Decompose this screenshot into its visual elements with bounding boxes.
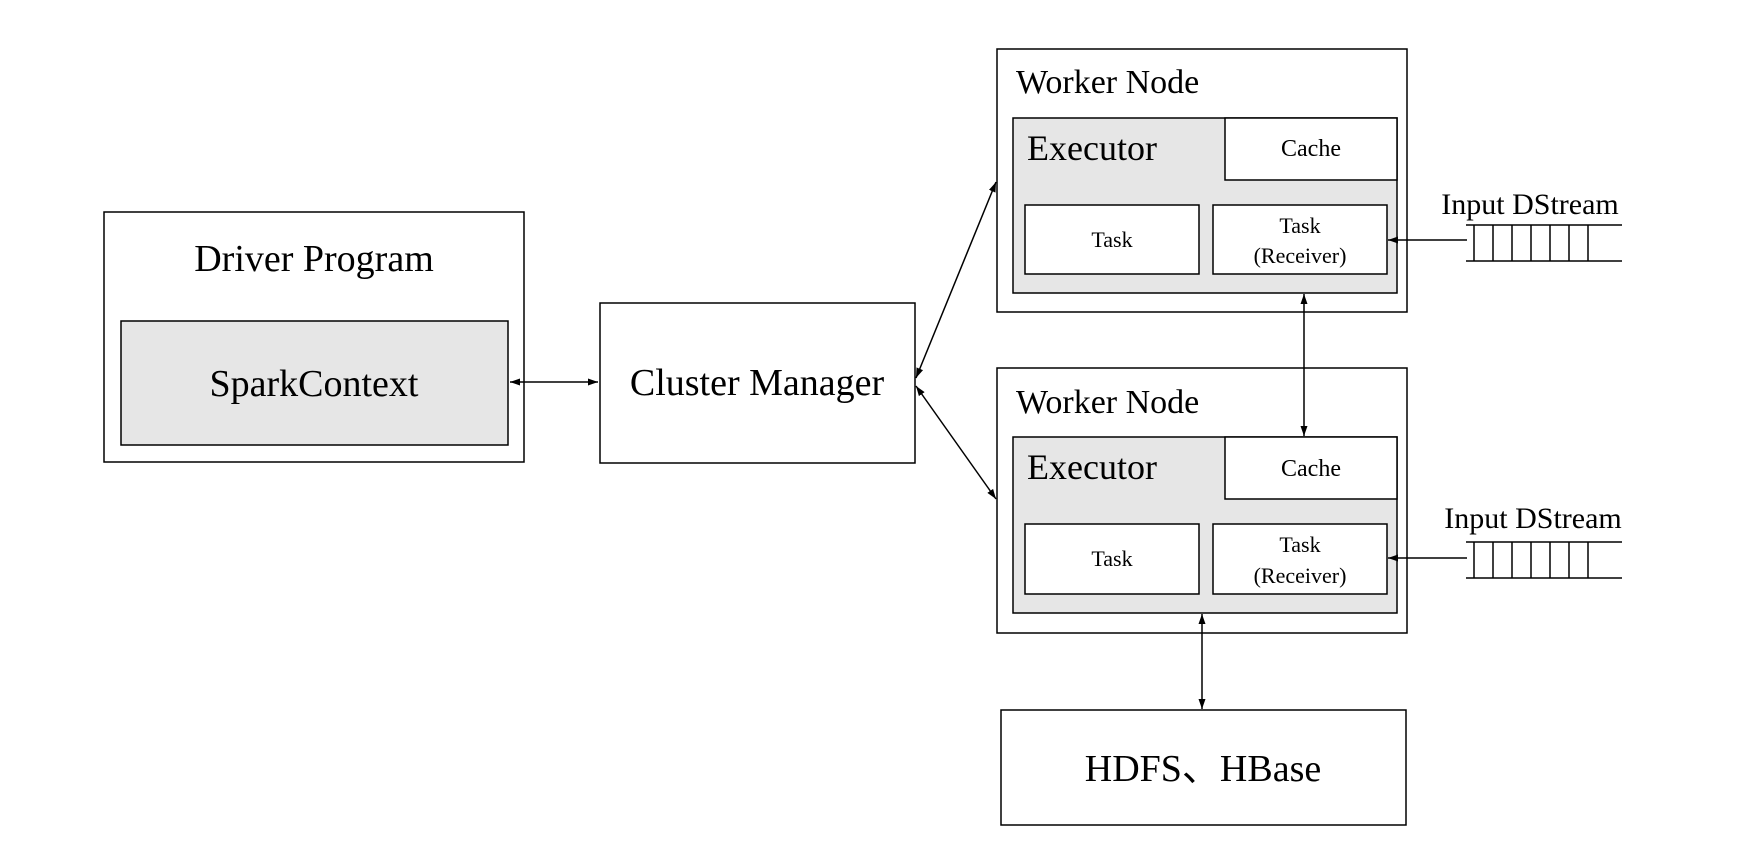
cluster-manager-label: Cluster Manager xyxy=(630,362,885,404)
cluster-manager-box: Cluster Manager xyxy=(599,302,916,464)
task-2-box xyxy=(1024,523,1200,595)
driver-program-title: Driver Program xyxy=(194,238,434,280)
task-1-label: Task xyxy=(1091,227,1132,252)
driver-program-box: Driver Program SparkContext xyxy=(103,211,525,463)
task-2-label: Task xyxy=(1091,546,1132,571)
task-1-box xyxy=(1024,204,1200,275)
receiver-task-2-line2: (Receiver) xyxy=(1254,563,1347,588)
receiver-task-1-box xyxy=(1212,204,1388,275)
executor-1-label: Executor xyxy=(1027,128,1157,168)
worker-node-1-title: Worker Node xyxy=(1016,64,1199,101)
spark-context-label: SparkContext xyxy=(210,363,419,405)
storage-label: HDFS、HBase xyxy=(1085,748,1321,790)
arrow-cluster-worker-1 xyxy=(915,181,997,379)
receiver-task-1-line2: (Receiver) xyxy=(1254,243,1347,268)
receiver-task-2-box xyxy=(1212,523,1388,595)
receiver-task-2-line1: Task xyxy=(1279,532,1320,557)
cache-2-label: Cache xyxy=(1281,456,1341,482)
cache-2-box xyxy=(1224,436,1398,500)
spark-context-box xyxy=(120,320,509,446)
executor-2-label: Executor xyxy=(1027,447,1157,487)
worker-node-2: Worker Node Executor Cache Task Task (Re… xyxy=(996,367,1408,634)
input-dstream-2: Input DStream xyxy=(1444,502,1622,579)
worker-node-2-title: Worker Node xyxy=(1016,384,1199,421)
worker-node-1: Worker Node Executor Cache Task Task (Re… xyxy=(996,48,1408,313)
cache-1-label: Cache xyxy=(1281,136,1341,162)
storage-box: HDFS、HBase xyxy=(1000,709,1407,826)
input-dstream-1-label: Input DStream xyxy=(1441,188,1618,221)
input-dstream-1: Input DStream xyxy=(1441,188,1622,262)
cache-1-box xyxy=(1224,117,1398,181)
input-dstream-2-label: Input DStream xyxy=(1444,502,1621,535)
receiver-task-1-line1: Task xyxy=(1279,213,1320,238)
arrow-cluster-worker-2 xyxy=(915,385,997,500)
